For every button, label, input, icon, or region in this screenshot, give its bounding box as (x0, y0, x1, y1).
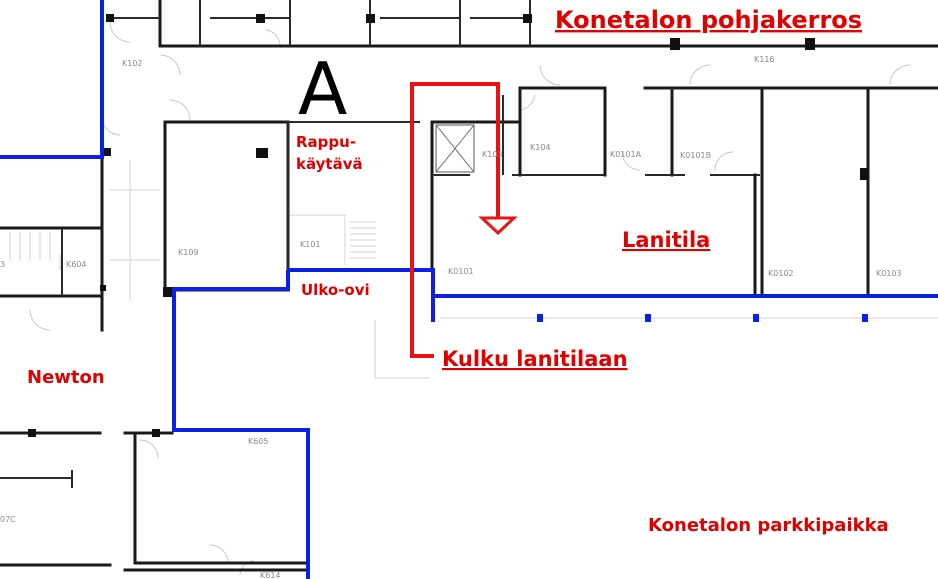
room-k0102: K0102 (768, 269, 794, 278)
label-newton: Newton (27, 367, 105, 388)
label-lanitila: Lanitila (622, 228, 710, 252)
stairs (9, 214, 376, 265)
label-stairwell: Rappu- (296, 133, 356, 151)
room-k603: 3 (0, 260, 5, 269)
map-title: Konetalon pohjakerros (555, 6, 862, 34)
room-k0103: K0103 (876, 269, 902, 278)
pillars (28, 14, 868, 437)
room-k103: K103 (482, 150, 503, 159)
room-k614: K614 (260, 571, 281, 579)
room-k607c: 07C (0, 515, 16, 524)
room-k0101a: K0101A (610, 150, 642, 159)
room-k0101b: K0101B (680, 151, 711, 160)
elevator (435, 124, 475, 173)
door-swings (29, 21, 911, 576)
building-letter: A (298, 47, 347, 131)
room-k109: K109 (178, 248, 199, 257)
room-k605: K605 (248, 437, 269, 446)
room-k102: K102 (122, 59, 143, 68)
blue-markers (537, 314, 868, 322)
room-k101: K101 (300, 240, 321, 249)
label-ulko-ovi: Ulko-ovi (301, 281, 370, 299)
room-k604: K604 (66, 260, 87, 269)
room-k116: K116 (754, 55, 775, 64)
faint-lines (59, 160, 938, 379)
room-k104: K104 (530, 143, 551, 152)
route-to-lanitila[interactable] (410, 82, 518, 358)
room-k0101: K0101 (448, 267, 474, 276)
label-kulku-lanitilaan: Kulku lanitilaan (442, 347, 628, 371)
label-stairwell-line2: käytävä (296, 155, 363, 173)
room-labels: K102 K116 K103 K104 K0101A K0101B K109 K… (0, 55, 902, 579)
label-parking: Konetalon parkkipaikka (648, 515, 889, 536)
